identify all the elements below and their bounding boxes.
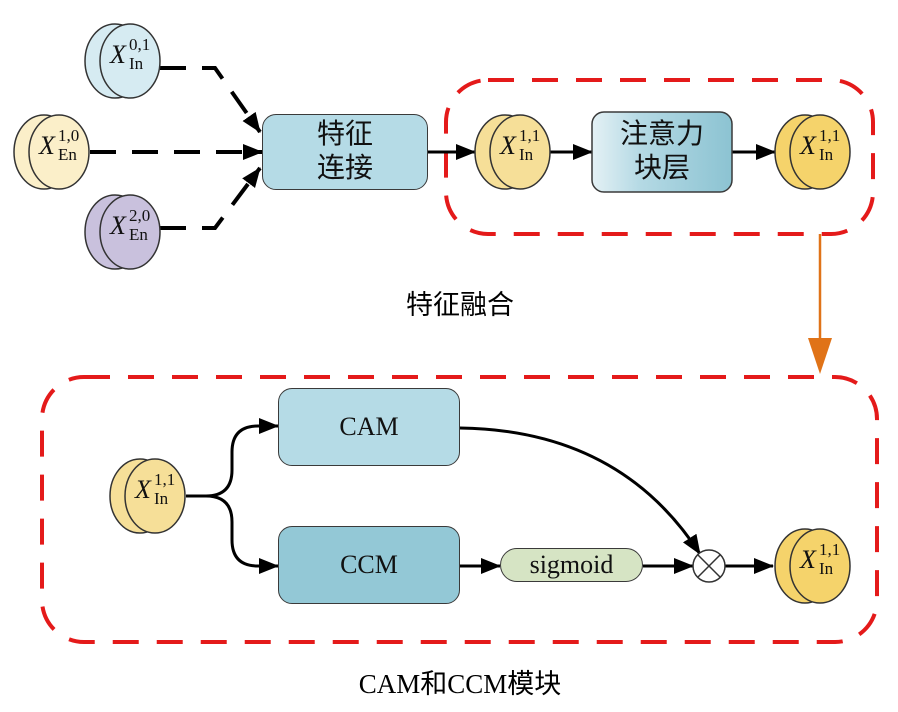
node-out-x-in-1-1 [774,114,851,190]
node-x-en-2-0 [84,194,161,270]
feature-fusion-group-border [444,78,875,236]
feature-concat-box: 特征 连接 [262,114,428,190]
branch-to-cam [186,418,279,498]
ccm-label: CCM [340,550,398,579]
concat-line-1: 特征 [316,119,373,150]
cam-ccm-group-border [40,375,879,644]
attention-line-2: 块层 [633,153,690,184]
node-bottom-in-x-in-1-1 [109,458,186,534]
attention-box-bg [591,111,733,193]
cam-box: CAM [278,388,460,466]
node-bottom-out-x-in-1-1 [774,528,851,604]
cam-ccm-module-caption: CAM和CCM模块 [358,669,562,699]
node-mid-x-in-1-1 [474,114,551,190]
concat-line-2: 连接 [316,153,373,184]
dashed-arrow-x20 [160,166,262,230]
cam-to-multiply [459,426,702,555]
ccm-box: CCM [278,526,460,604]
feature-fusion-caption: 特征融合 [406,290,514,320]
sigmoid-label: sigmoid [529,550,614,579]
node-x-en-1-0 [13,114,90,190]
branch-to-ccm [205,494,279,574]
attention-block-box: 注意力 块层 [592,112,732,192]
dashed-arrow-x01 [160,66,262,134]
attention-line-1: 注意力 [619,119,704,150]
orange-arrow-head [808,338,832,374]
sigmoid-box: sigmoid [500,548,643,582]
cam-label: CAM [339,412,399,441]
multiply-icon [692,549,726,583]
node-x-in-0-1 [84,23,161,99]
